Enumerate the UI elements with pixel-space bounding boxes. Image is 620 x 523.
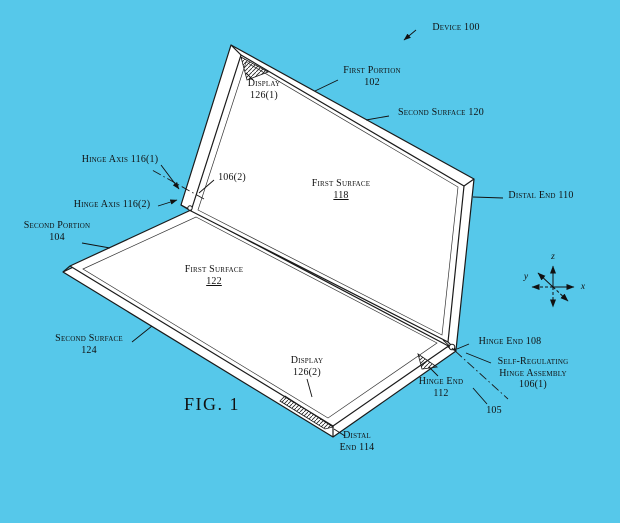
axis-label-z: z — [551, 252, 555, 262]
label-line: Device 100 — [432, 22, 480, 33]
label-line: Display — [290, 355, 324, 366]
display-2-bezel — [82, 216, 438, 419]
label-line: 126(1) — [250, 89, 278, 101]
label-line: Second Surface 120 — [398, 107, 484, 118]
display-2-hatch — [279, 395, 334, 430]
label-hinge-end-108: Hinge End 108 — [479, 336, 542, 348]
leader-hinge-end-112 — [428, 366, 439, 377]
label-distal-end-110: Distal End 110 — [508, 190, 573, 202]
leader-hinge-end-108 — [456, 343, 470, 350]
label-line: Hinge End 108 — [478, 336, 542, 347]
label-line: 104 — [49, 231, 65, 243]
label-line: Distal — [343, 430, 371, 441]
leader-display-1 — [245, 72, 254, 81]
label-line: End 114 — [339, 441, 375, 453]
leader-hinge-axis-2 — [157, 199, 178, 207]
display-1-bezel — [197, 61, 459, 336]
leader-device — [403, 29, 417, 41]
label-first-surface-118: First Surface 118 — [312, 178, 371, 201]
leader-self-regulating — [465, 352, 492, 364]
label-line: Hinge Axis 116(1) — [81, 154, 159, 165]
label-line: 118 — [333, 189, 349, 201]
label-self-regulating-hinge-assembly: Self-Regulating Hinge Assembly 106(1) — [498, 356, 569, 391]
axis-indicator — [531, 265, 575, 308]
figure-title: FIG. 1 — [184, 394, 241, 414]
label-106-2: 106(2) — [218, 172, 246, 184]
label-line: 124 — [81, 344, 97, 356]
label-line: Hinge Assembly — [499, 367, 567, 379]
label-line: 105 — [486, 405, 502, 416]
label-105: 105 — [486, 405, 502, 417]
label-line: 122 — [206, 275, 222, 287]
label-line: Second Portion — [23, 220, 91, 231]
second-portion-panel — [62, 209, 457, 438]
label-first-portion: First Portion 102 — [343, 65, 400, 88]
label-line: Second Surface — [55, 333, 123, 344]
label-line: Display — [247, 78, 281, 89]
label-line: Hinge Axis 116(2) — [73, 199, 151, 210]
label-line: First Portion — [343, 65, 401, 76]
label-display-1: Display 126(1) — [248, 78, 280, 101]
label-hinge-axis-2: Hinge Axis 116(2) — [74, 199, 151, 211]
label-line: Hinge End — [418, 376, 464, 387]
label-line: Distal End 110 — [508, 190, 574, 201]
label-line: First Surface — [311, 178, 371, 189]
label-second-portion: Second Portion 104 — [24, 220, 91, 243]
leader-105 — [472, 387, 488, 405]
leader-106-2 — [198, 179, 215, 194]
label-line: Self-Regulating — [497, 356, 569, 367]
axis-label-y: y — [523, 272, 529, 282]
leader-second-surface-120 — [365, 115, 390, 121]
hinge-assembly — [151, 169, 509, 400]
label-first-surface-122: First Surface 122 — [185, 264, 244, 287]
leader-second-portion — [81, 242, 111, 249]
label-hinge-end-112: Hinge End 112 — [419, 376, 463, 399]
label-line: 102 — [364, 76, 380, 88]
label-line: 112 — [433, 387, 449, 399]
label-distal-end-114: Distal End 114 — [340, 430, 375, 453]
label-second-surface-124: Second Surface 124 — [55, 333, 123, 356]
leader-distal-end-114 — [333, 428, 346, 437]
leader-lines — [81, 29, 504, 437]
label-second-surface-120: Second Surface 120 — [398, 107, 484, 119]
leader-second-surface-124 — [131, 325, 153, 343]
leader-first-portion — [314, 79, 339, 92]
label-line: 106(1) — [519, 379, 547, 390]
first-portion-panel — [180, 44, 475, 351]
leader-hinge-axis-1 — [160, 164, 180, 190]
label-line: 126(2) — [293, 366, 321, 378]
label-line: 106(2) — [218, 172, 246, 183]
label-line: First Surface — [184, 264, 244, 275]
axis-label-x: x — [580, 282, 586, 292]
leader-distal-end-110 — [472, 196, 504, 199]
label-device: Device 100 — [432, 22, 479, 34]
label-display-2: Display 126(2) — [291, 355, 323, 378]
leader-display-2 — [306, 378, 313, 398]
label-hinge-axis-1: Hinge Axis 116(1) — [82, 154, 159, 166]
